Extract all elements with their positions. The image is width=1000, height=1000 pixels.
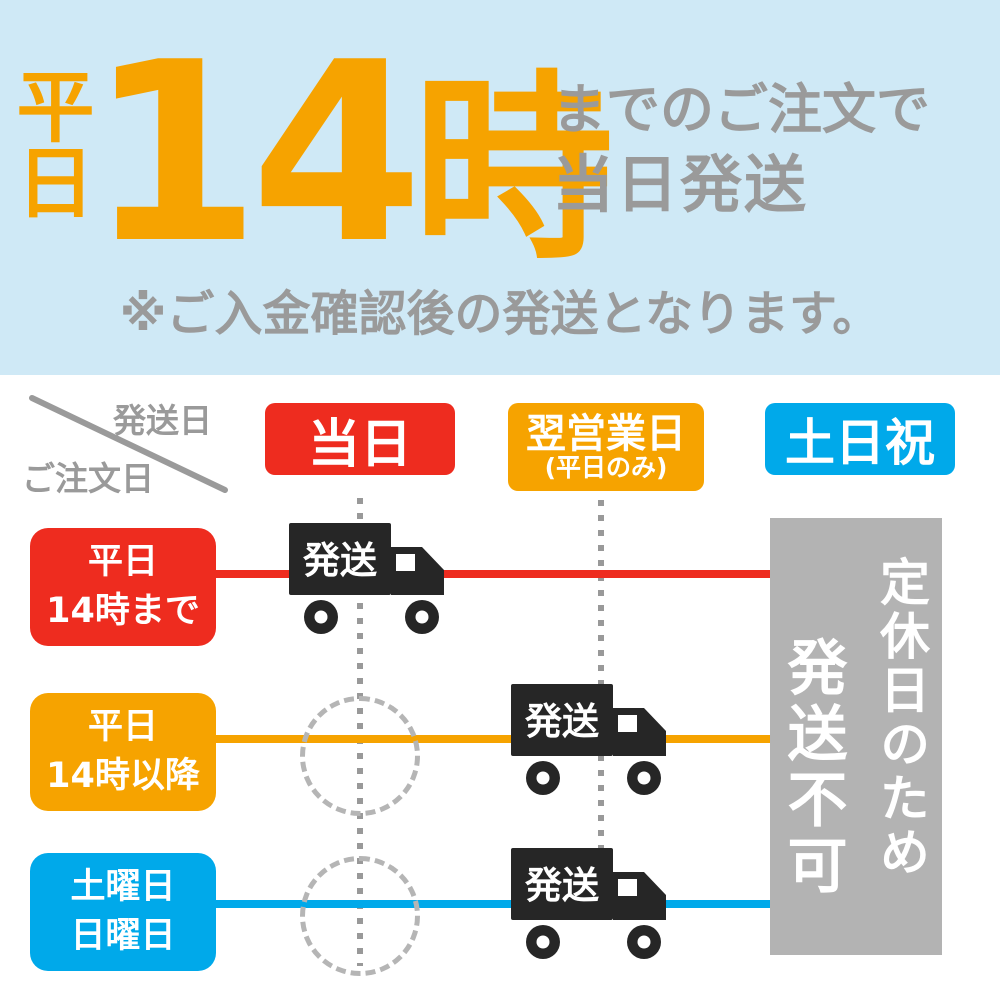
legend-corner: 発送日 ご注文日 [22, 395, 228, 498]
column-header-next-business-day: 翌営業日 (平日のみ) [508, 403, 704, 491]
legend-ship-date-label: 発送日 [113, 401, 212, 440]
payment-confirmation-note: ※ご入金確認後の発送となります。 [119, 286, 881, 342]
truck-window [618, 715, 637, 732]
truck-rear-hub [536, 771, 550, 785]
column-weekend-holiday-label: 土日祝 [785, 414, 935, 472]
legend-order-date-label: ご注文日 [22, 459, 154, 498]
truck-cargo-box [511, 848, 613, 920]
truck-front-hub [637, 771, 651, 785]
closed-days-text-line2: 発送不可 [777, 636, 847, 900]
truck-front-hub [415, 610, 429, 624]
no-shipping-circle-row2 [300, 696, 420, 816]
weekday-vertical-label: 平日 [3, 66, 94, 218]
deadline-time-number: 14 [88, 10, 423, 298]
route-line-row2 [214, 735, 772, 743]
truck-front-hub [637, 935, 651, 949]
ship-label-row3: 発送 [524, 864, 599, 907]
column-same-day-label: 当日 [307, 414, 412, 475]
row3-label-line1: 土曜日 [70, 867, 176, 907]
row2-label-line1: 平日 [87, 707, 158, 747]
truck-rear-hub [536, 935, 550, 949]
truck-cargo-box [289, 523, 391, 595]
truck-window [396, 554, 415, 571]
order-suffix-text: までのご注文で [552, 78, 930, 141]
row2-label-line2: 14時以降 [46, 756, 200, 796]
row1-label-line2: 14時まで [46, 591, 200, 631]
closed-days-box: 定休日のため 発送不可 [770, 518, 942, 955]
row-label-saturday-sunday: 土曜日 日曜日 [30, 853, 216, 971]
ship-label-row1: 発送 [302, 539, 377, 582]
truck-cargo-box [511, 684, 613, 756]
row-label-weekday-before-14: 平日 14時まで [30, 528, 216, 646]
column-next-business-day-sublabel: (平日のみ) [544, 452, 668, 482]
ship-label-row2: 発送 [524, 700, 599, 743]
legend-diagonal-line [29, 395, 228, 493]
truck-rear-hub [314, 610, 328, 624]
column-header-same-day: 当日 [265, 403, 455, 475]
truck-window [618, 879, 637, 896]
same-day-shipping-text: 当日発送 [552, 148, 809, 222]
column-header-weekend-holiday: 土日祝 [765, 403, 955, 475]
hero-banner: 平日 14時 までのご注文で 当日発送 ※ご入金確認後の発送となります。 [0, 0, 1000, 375]
deadline-time: 14時 [88, 30, 613, 278]
hero-right-text: までのご注文で 当日発送 [552, 80, 930, 220]
route-line-row1 [214, 570, 772, 578]
no-shipping-circle-row3 [300, 856, 420, 976]
deadline-time-unit: 時 [413, 54, 614, 287]
row-label-weekday-after-14: 平日 14時以降 [30, 693, 216, 811]
row1-label-line1: 平日 [87, 542, 158, 582]
delivery-truck-icon-row3: 発送 [511, 848, 666, 959]
column-next-business-day-label: 翌営業日 [526, 410, 686, 457]
closed-days-text-line1: 定休日のため [872, 556, 930, 880]
delivery-truck-icon-row2: 発送 [511, 684, 666, 795]
delivery-truck-icon-row1: 発送 [289, 523, 444, 634]
route-line-row3 [214, 900, 772, 908]
dotted-guide-next-business-day-column [598, 500, 604, 852]
row3-label-line2: 日曜日 [70, 916, 176, 956]
